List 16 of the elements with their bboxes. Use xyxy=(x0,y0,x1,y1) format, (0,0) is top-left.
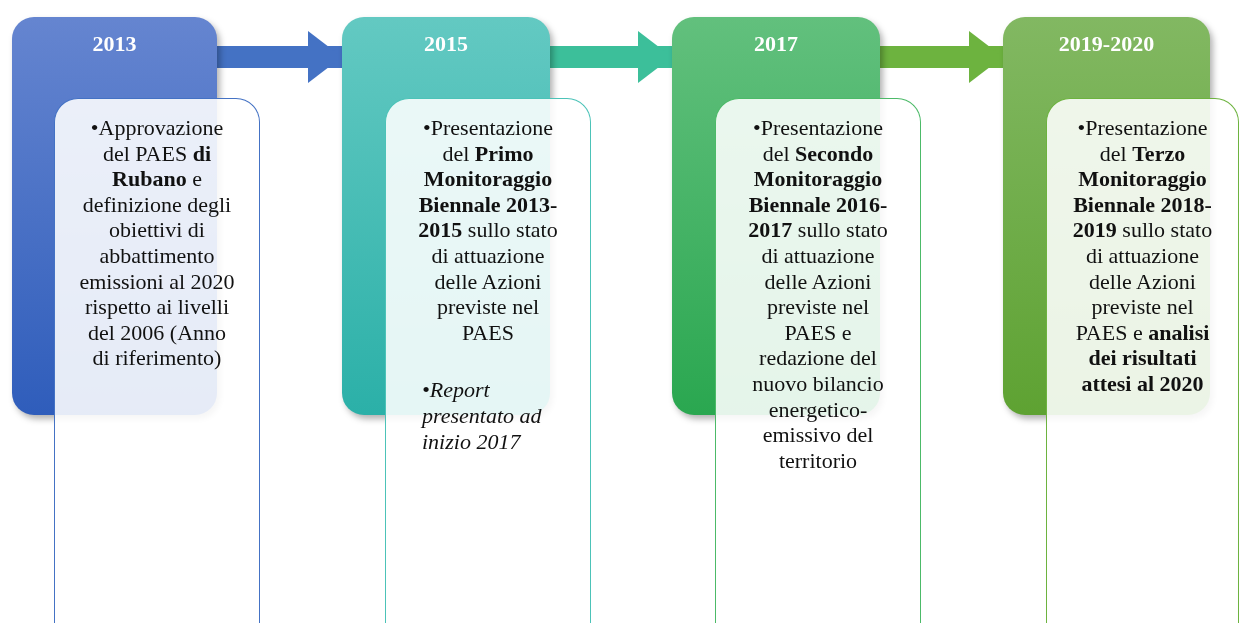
year-heading-card: 2013 xyxy=(12,17,217,95)
description-card xyxy=(54,98,260,623)
year-heading-card: 2019-2020 xyxy=(1003,17,1210,95)
bullet-text: •Report presentato ad inizio 2017 xyxy=(420,377,543,455)
bullet-text: •Presentazione del Terzo Monitoraggio Biennale 2018-2019 sullo stato di attuazione delle Azioni previste nel PAES e analisi dei risultati attesi al 2020 xyxy=(1071,115,1214,397)
year-heading-card: 2015 xyxy=(342,17,550,95)
bullet-text: •Approvazione del PAES di Rubano e definizione degli obiettivi di abbattimento emissioni al 2020 rispetto ai livelli del 2006 (Anno di riferimento) xyxy=(79,115,235,371)
description-card xyxy=(1046,98,1239,623)
block-arrow xyxy=(217,31,342,83)
description-card xyxy=(385,98,591,623)
bullet-text: •Presentazione del Primo Monitoraggio Biennale 2013-2015 sullo stato di attuazione delle Azioni previste nel PAES xyxy=(417,115,559,346)
block-arrow xyxy=(550,31,672,83)
block-arrow xyxy=(880,31,1003,83)
description-card xyxy=(715,98,921,623)
year-heading-card: 2017 xyxy=(672,17,880,95)
bullet-text: •Presentazione del Secondo Monitoraggio Biennale 2016-2017 sullo stato di attuazione delle Azioni previste nel PAES e redazione del nuovo bilancio energetico-emissivo del territorio xyxy=(747,115,889,474)
